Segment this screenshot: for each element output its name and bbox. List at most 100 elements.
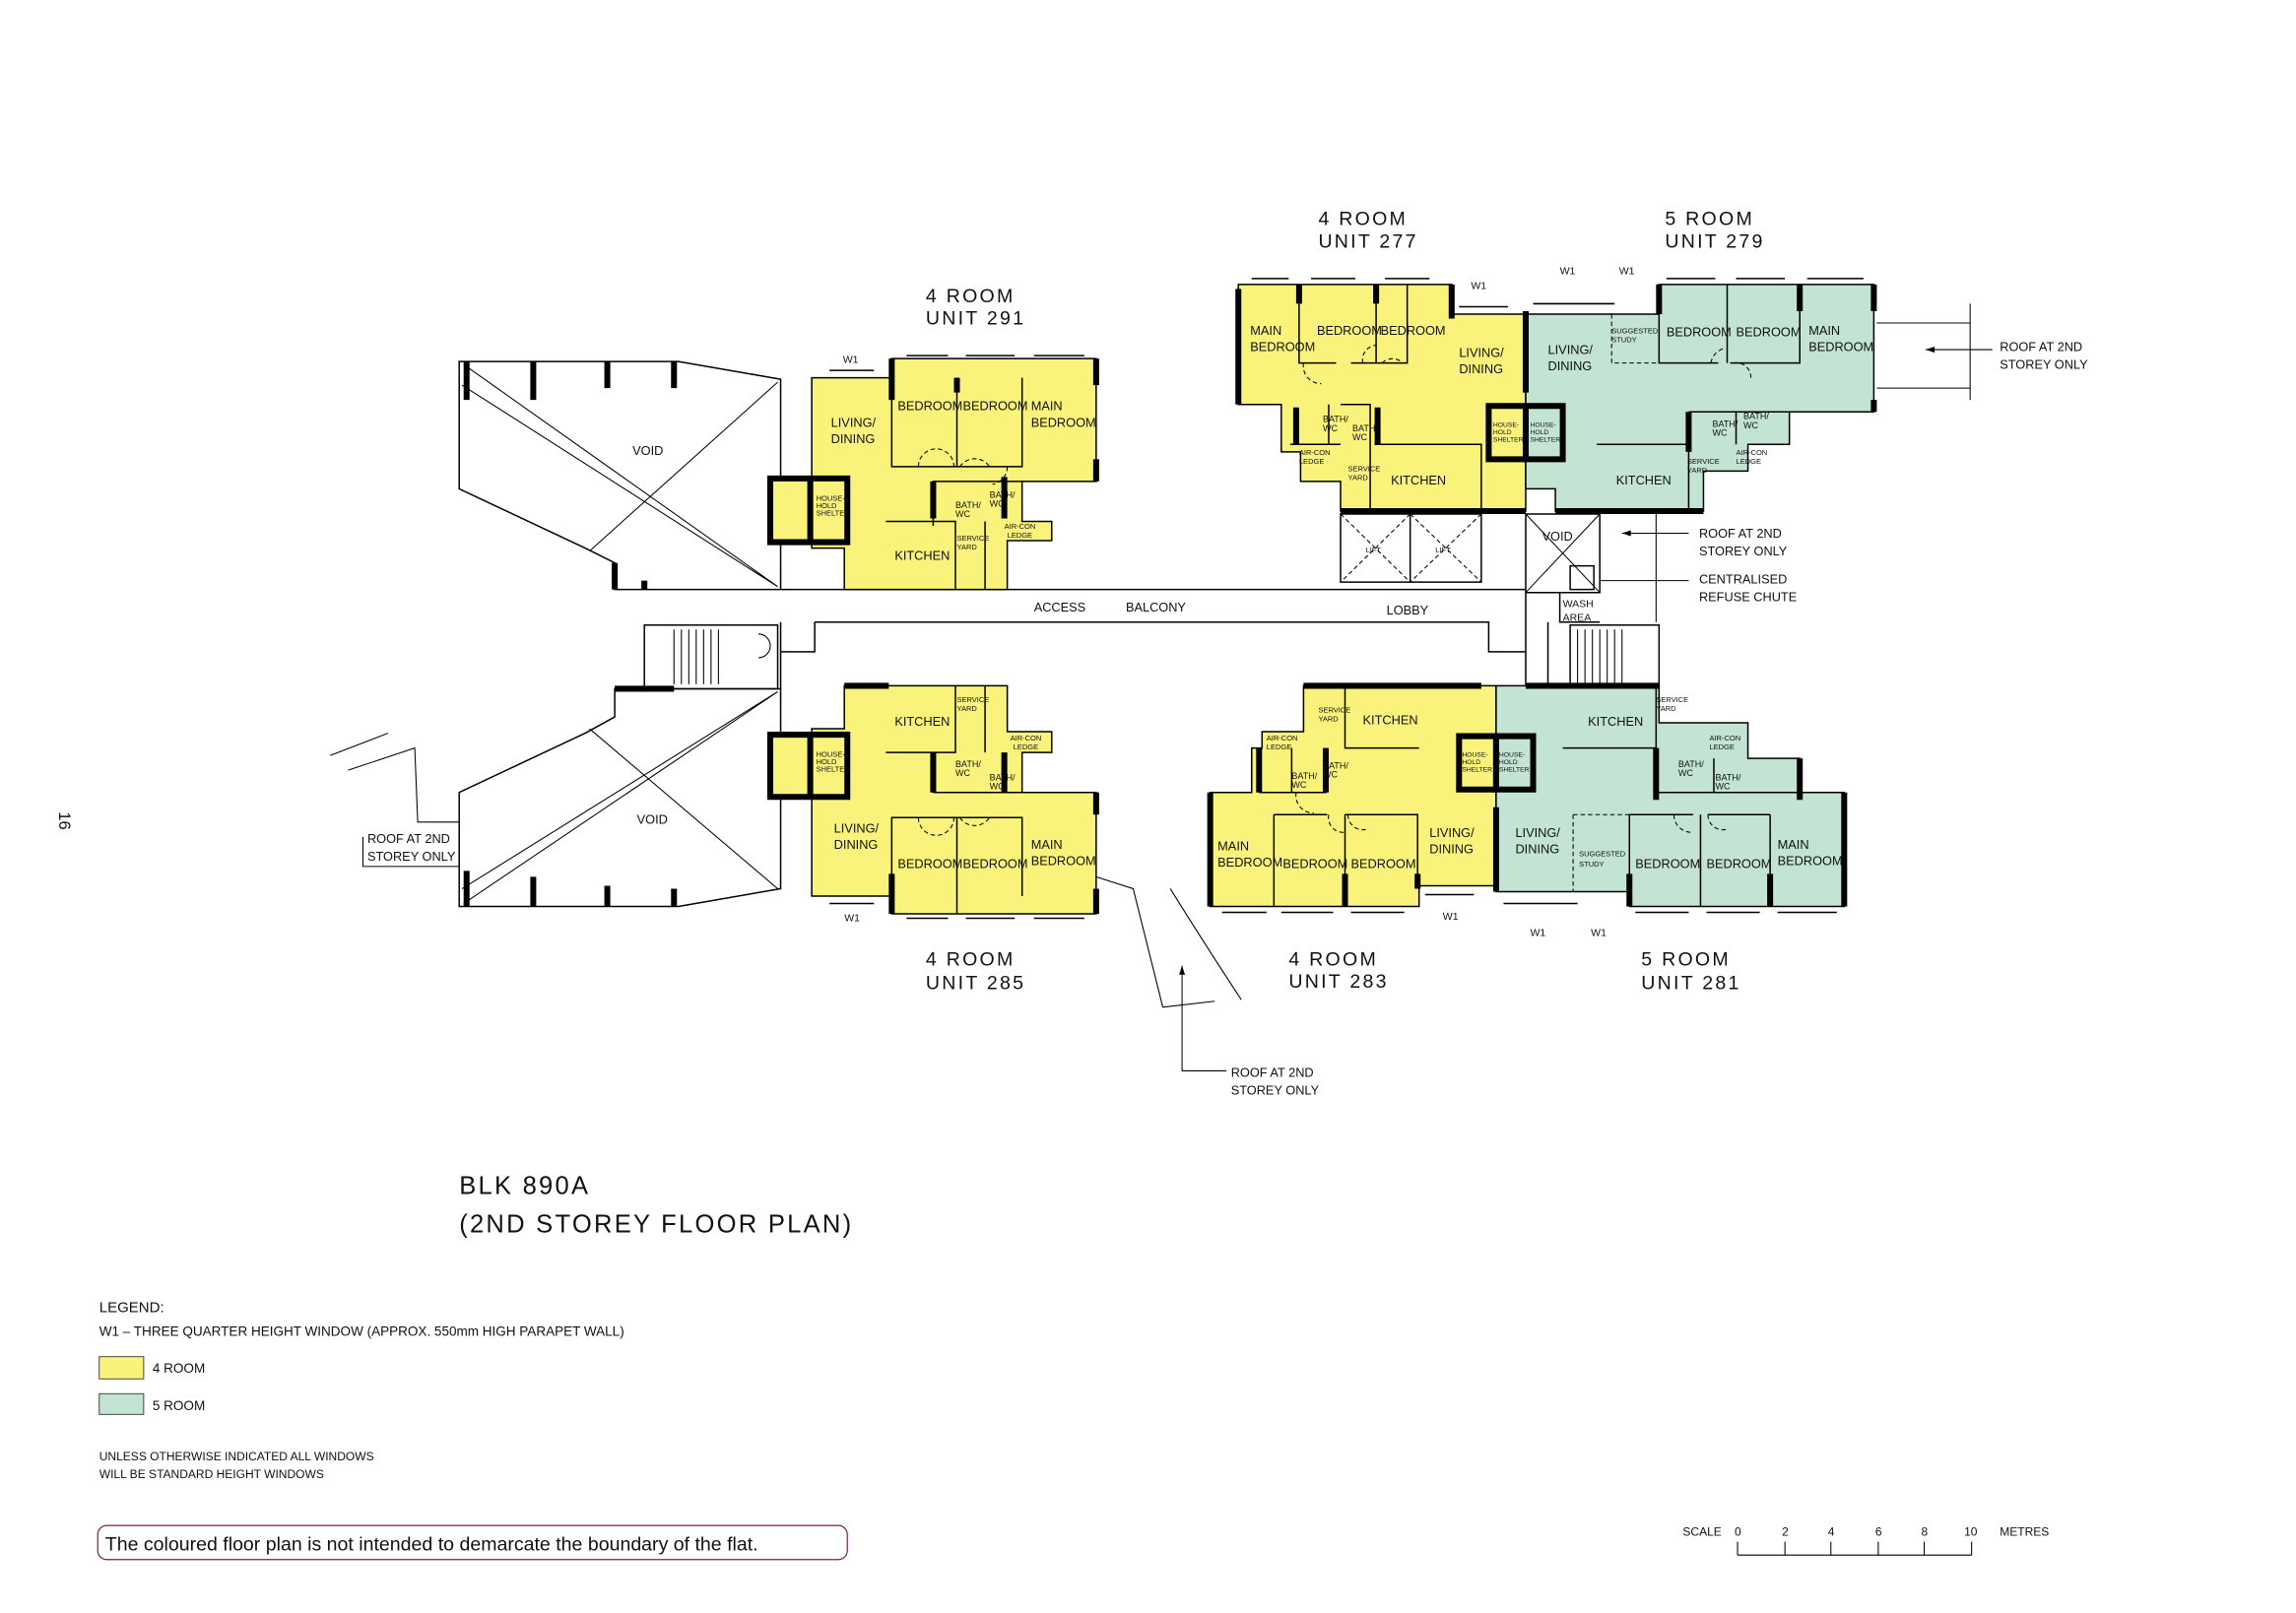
staircase-right (1569, 624, 1661, 690)
room-label: BATH/WC (990, 489, 1016, 508)
void-label: VOID (637, 811, 668, 826)
w1-label: W1 (1591, 928, 1607, 939)
scale-unit: METRES (2000, 1525, 2049, 1539)
w1-label: W1 (1530, 928, 1545, 939)
access-label: ACCESS (1034, 600, 1086, 614)
room-label: BEDROOM (963, 856, 1028, 871)
room-label: BATH/WC (1323, 415, 1348, 433)
room-label: BEDROOM (897, 856, 962, 871)
room-label: BATH/WC (1743, 412, 1769, 430)
room-label: BATH/WC (955, 759, 981, 778)
block-title: BLK 890A (459, 1172, 590, 1199)
shelter-box (767, 732, 851, 801)
w1-label: W1 (1471, 280, 1486, 291)
room-label: KITCHEN (1616, 473, 1672, 487)
unit-fill (811, 684, 1097, 915)
unit-number-label: UNIT 281 (1641, 973, 1740, 995)
scale-tick: 6 (1875, 1525, 1882, 1539)
legend-label-4-room: 4 ROOM (153, 1361, 205, 1376)
room-label: KITCHEN (1391, 473, 1446, 487)
room-label: KITCHEN (894, 714, 950, 729)
void-label: VOID (632, 443, 663, 458)
room-label: LIVING/DINING (834, 820, 880, 852)
room-label: BEDROOM (1317, 323, 1382, 338)
disclaimer-box: The coloured floor plan is not intended … (97, 1524, 848, 1561)
room-label: BEDROOM (1706, 856, 1771, 871)
unit-type-label: 4 ROOM (1318, 209, 1408, 230)
unit-fill (1495, 684, 1846, 908)
scale-tick: 10 (1964, 1525, 1978, 1539)
room-label: BATH/WC (1678, 759, 1704, 778)
legend-swatch-5-room (98, 1392, 145, 1415)
room-label: BEDROOM (963, 399, 1028, 414)
lift-label: LIFT (1366, 546, 1382, 554)
lift-shafts: LIFT LIFT (1340, 513, 1482, 583)
room-label: BEDROOM (1381, 323, 1446, 338)
unit-type-label: 5 ROOM (1641, 949, 1731, 971)
w1-label: W1 (1443, 911, 1459, 923)
unit-fill (1525, 284, 1875, 512)
unit-number-label: UNIT 283 (1288, 971, 1388, 993)
plan-subtitle: (2ND STOREY FLOOR PLAN) (459, 1210, 853, 1238)
unit-fill (1209, 684, 1497, 908)
room-label: KITCHEN (1363, 713, 1418, 728)
legend-heading: LEGEND: (99, 1300, 164, 1317)
room-label: LIVING/DINING (831, 415, 877, 446)
unit-number-label: UNIT 285 (926, 973, 1025, 995)
void-top-left: VOID (458, 360, 782, 591)
room-label: BATH/WC (1715, 773, 1740, 792)
room-label: BEDROOM (1667, 325, 1732, 340)
w1-label: W1 (843, 355, 859, 366)
w1-label: W1 (1619, 265, 1635, 277)
legend-w1: W1 – THREE QUARTER HEIGHT WINDOW (APPROX… (99, 1324, 624, 1339)
room-label: LIVING/DINING (1548, 343, 1594, 374)
access-balcony: ACCESS BALCONY LOBBY (779, 588, 1549, 689)
balcony-label: BALCONY (1126, 600, 1186, 614)
page-number: 16 (55, 811, 74, 829)
void-bottom-left: VOID (458, 685, 782, 908)
unit-number-label: UNIT 291 (926, 307, 1025, 329)
unit-number-label: UNIT 279 (1665, 230, 1764, 252)
staircase-left (643, 624, 779, 690)
unit-fill (811, 357, 1097, 591)
unit-type-label: 4 ROOM (1288, 949, 1378, 971)
legend-swatch-4-room (98, 1356, 145, 1380)
room-label: BEDROOM (1282, 856, 1347, 871)
room-label: BATH/WC (1352, 423, 1378, 442)
w1-label: W1 (1560, 265, 1576, 277)
legend-label-5-room: 5 ROOM (153, 1398, 205, 1413)
scale-label: SCALE (1682, 1525, 1721, 1539)
unit-number-label: UNIT 277 (1318, 230, 1417, 252)
void-label: VOID (1542, 529, 1573, 544)
unit-fill (1237, 284, 1527, 512)
room-label: BEDROOM (1351, 856, 1416, 871)
